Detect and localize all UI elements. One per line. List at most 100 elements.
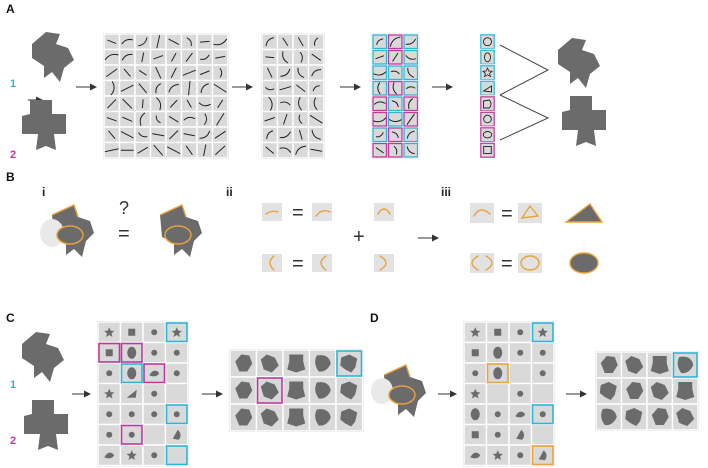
primitive-grid-c <box>97 321 189 467</box>
star-shape <box>104 327 115 337</box>
contour-fragment <box>265 37 274 47</box>
contour-fragment <box>389 36 401 47</box>
object-shape <box>287 354 306 373</box>
highlight-box-magenta <box>403 111 419 127</box>
grid-cell <box>134 33 152 51</box>
grid-cell <box>180 33 198 51</box>
highlight-box-magenta <box>256 377 283 404</box>
contour-fragment <box>120 84 134 92</box>
contour-fragment <box>219 68 223 78</box>
contour-fragment <box>215 145 226 155</box>
highlight-box-cyan <box>165 322 188 343</box>
square-shape <box>105 349 113 357</box>
contour-fragment <box>297 67 304 78</box>
grid-cell <box>196 126 214 144</box>
dot-shape <box>539 411 546 418</box>
grid-cell <box>261 33 279 51</box>
equals-sign-iii-top: = <box>501 203 513 225</box>
object-shape <box>315 382 331 399</box>
contour-fragment <box>104 148 119 153</box>
contour-fragment <box>282 51 289 64</box>
contour-fragment <box>153 55 164 60</box>
contour-fragment <box>123 68 131 77</box>
dot-shape <box>517 390 524 397</box>
contour-fragment <box>375 147 384 154</box>
contour-fragment <box>200 83 209 94</box>
contour-fragment <box>314 37 319 46</box>
contour-fragment <box>152 133 165 137</box>
contour-fragment <box>372 117 387 123</box>
highlight-box-orange <box>531 445 554 466</box>
contour-fragment <box>216 113 225 126</box>
grid-cell <box>292 64 310 82</box>
contour-fragment <box>406 113 415 125</box>
object-shape <box>599 382 617 400</box>
dot-shape <box>151 452 158 459</box>
object-shape <box>650 382 669 400</box>
contour-fragment <box>170 99 178 108</box>
contour-fragment <box>156 35 161 49</box>
contour-fragment <box>168 116 179 123</box>
primitive-column <box>479 33 496 159</box>
star-shape <box>470 327 481 337</box>
highlight-box-cyan <box>403 142 419 158</box>
grid-cell <box>485 382 510 405</box>
object-1-silhouette-c <box>22 332 64 382</box>
highlight-box-cyan <box>165 445 188 466</box>
contour-fragment <box>279 131 291 139</box>
contour-fragment <box>156 97 162 111</box>
question-mark: ? <box>119 198 129 218</box>
panel-a-label: A <box>6 2 15 16</box>
grid-cell <box>508 362 533 385</box>
primitive-highlight <box>480 80 495 96</box>
contour-fragment <box>107 39 117 44</box>
contour-fragment <box>299 129 303 140</box>
contour-fragment <box>122 116 133 122</box>
grid-cell <box>149 95 167 113</box>
contour-fragment <box>375 55 385 60</box>
object-shape <box>235 354 253 372</box>
number-1-label: 1 <box>10 78 16 90</box>
blob-shape <box>515 411 526 418</box>
object-shape <box>260 354 279 373</box>
fragment-single-bottom <box>374 254 394 272</box>
contour-fragment <box>183 116 195 121</box>
contour-fragment <box>311 129 321 140</box>
grid-cell <box>307 126 325 144</box>
grid-cell <box>196 95 214 113</box>
highlight-box-cyan <box>387 111 403 127</box>
contour-fragment <box>199 70 210 75</box>
triangle-shape <box>126 389 137 398</box>
object-shape <box>625 408 643 426</box>
equals-sign-ii-top: = <box>292 202 304 224</box>
contour-fragment <box>120 131 134 139</box>
primitive-grid-d <box>463 321 555 467</box>
contour-fragment <box>312 85 320 92</box>
contour-fragment <box>311 69 322 77</box>
contour-fragment <box>121 38 133 45</box>
contour-fragment <box>280 68 291 77</box>
highlight-box-magenta <box>120 424 143 445</box>
panel-d-label: D <box>370 311 379 325</box>
dot-shape <box>106 431 113 438</box>
contour-fragment <box>138 37 148 47</box>
plus-sign: + <box>353 226 365 248</box>
contour-fragment <box>141 99 144 109</box>
grid-cell <box>307 64 325 82</box>
primitive-highlight <box>480 127 495 143</box>
contour-fragment <box>186 37 192 47</box>
grouped-contour-bottom: = <box>470 253 542 275</box>
star-shape <box>126 450 137 460</box>
contour-fragment <box>265 146 274 154</box>
primitive-highlight <box>480 142 495 158</box>
dot-shape <box>517 452 524 459</box>
grid-cell <box>386 95 404 113</box>
square-shape <box>128 328 136 336</box>
object-shape <box>235 408 253 426</box>
contour-fragment <box>405 55 416 60</box>
circle-primitive-2 <box>483 114 492 124</box>
dot-shape <box>151 349 158 356</box>
grid-cell <box>180 110 198 128</box>
grid-cell <box>103 48 121 66</box>
